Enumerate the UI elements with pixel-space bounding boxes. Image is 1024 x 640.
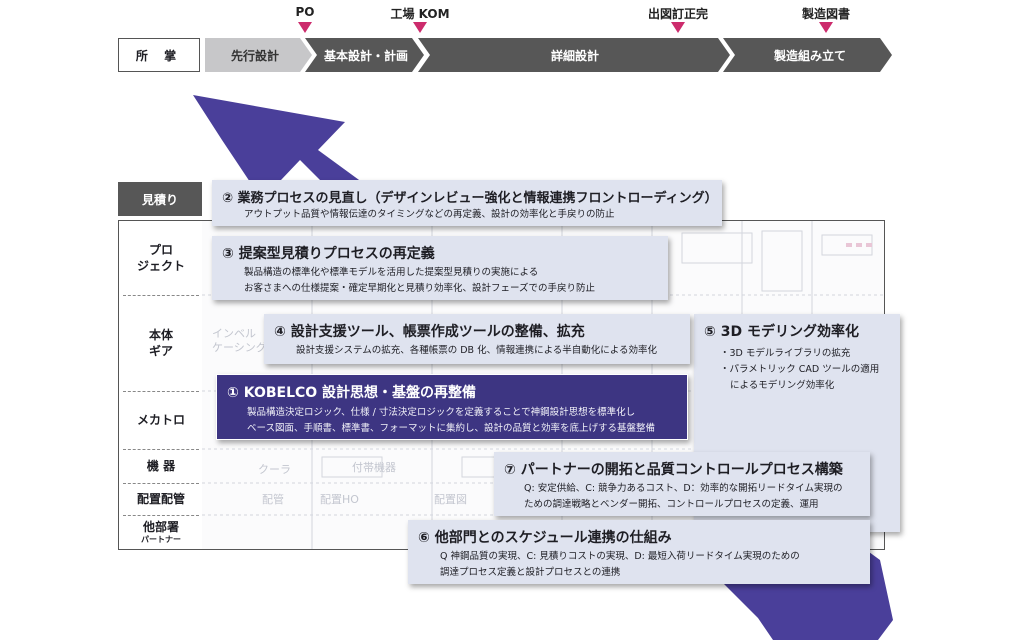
milestone-label: PO xyxy=(295,5,315,19)
initiative-card-4: ④ 設計支援ツール、帳票作成ツールの整備、拡充 設計支援システムの拡充、各種帳票… xyxy=(264,314,690,364)
milestone-marker-icon xyxy=(298,22,312,33)
card-title: ④ 設計支援ツール、帳票作成ツールの整備、拡充 xyxy=(274,324,585,340)
phase-preliminary: 先行設計 xyxy=(230,48,279,63)
milestone-label: 製造図書 xyxy=(801,7,851,21)
phase-manufacturing: 製造組み立て xyxy=(773,48,846,63)
ghost-label: クーラ xyxy=(258,463,291,476)
row-separator xyxy=(123,449,199,450)
card-description: ための調達戦略とベンダー開拓、コントロールプロセスの定義、運用 xyxy=(524,499,819,510)
card-description: 設計支援システムの拡充、各種帳票の DB 化、情報連携による半自動化による効率化 xyxy=(296,345,658,356)
estimate-label: 見積り xyxy=(118,182,202,216)
card-description: 調達プロセス定義と設計プロセスとの連携 xyxy=(440,567,621,578)
card-title: ⑤ 3D モデリング効率化 xyxy=(704,324,859,340)
milestone-marker-icon xyxy=(819,22,833,33)
card-title: ② 業務プロセスの見直し（デザインレビュー強化と情報連携フロントローディング） xyxy=(222,191,718,206)
card-description: によるモデリング効率化 xyxy=(730,380,835,391)
milestone-marker-icon xyxy=(671,22,685,33)
row-separator xyxy=(123,295,199,296)
ghost-label: 配置図 xyxy=(434,493,467,506)
phase-detailed-design: 詳細設計 xyxy=(550,48,599,63)
card-description: お客さまへの仕様提案・確定早期化と見積り効率化、設計フェーズでの手戻り防止 xyxy=(244,283,596,294)
ghost-label: 配置HO xyxy=(320,493,359,506)
milestone-label: 工場 KOM xyxy=(390,7,450,21)
ghost-label: ケーシング xyxy=(212,341,267,354)
card-description: Q 神鋼品質の実現、C: 見積りコストの実現、D: 最短入荷リードタイム実現のた… xyxy=(440,551,800,562)
card-description: Q: 安定供給、C: 競争力あるコスト、D：効率的な開拓リードタイム実現の xyxy=(524,483,843,494)
card-description: 製品構造の標準化や標準モデルを活用した提案型見積りの実施による xyxy=(244,267,539,278)
owner-label: 所 掌 xyxy=(118,38,200,72)
row-header-column: プロ ジェクト 本体 ギア メカトロ 機 器 配置配管 他部署 パートナー xyxy=(118,220,204,550)
card-description: ・パラメトリック CAD ツールの適用 xyxy=(720,364,880,375)
card-description: ベース図面、手順書、標準書、フォーマットに集約し、設計の品質と効率を底上げする基… xyxy=(247,423,656,434)
ghost-label: 付帯機器 xyxy=(352,461,396,474)
row-label-other-dept: 他部署 パートナー xyxy=(141,520,181,544)
row-label-equipment: 機 器 xyxy=(146,459,176,473)
row-label-mechatronics: メカトロ xyxy=(136,413,185,427)
card-title: ③ 提案型見積りプロセスの再定義 xyxy=(222,246,435,262)
phase-arrow-manufacturing xyxy=(723,38,892,72)
phase-arrow-basic xyxy=(305,38,424,72)
initiative-card-1: ① KOBELCO 設計思想・基盤の再整備 製品構造決定ロジック、仕様 / 寸法… xyxy=(216,374,688,440)
milestone-label: 出図訂正完 xyxy=(647,7,709,21)
card-description: アウトプット品質や情報伝達のタイミングなどの再定義、設計の効率化と手戻りの防止 xyxy=(244,209,615,220)
phase-arrows xyxy=(205,38,892,72)
row-label-piping: 配置配管 xyxy=(136,492,185,506)
card-description: ・3D モデルライブラリの拡充 xyxy=(720,348,851,359)
ghost-label: 配管 xyxy=(262,493,284,506)
initiative-card-2: ② 業務プロセスの見直し（デザインレビュー強化と情報連携フロントローディング） … xyxy=(212,180,722,226)
ghost-label: インベル xyxy=(212,327,256,340)
initiative-card-6: ⑥ 他部門とのスケジュール連携の仕組み Q 神鋼品質の実現、C: 見積りコストの… xyxy=(408,520,870,584)
phase-arrow-detailed xyxy=(418,38,730,72)
milestone-marker-icon xyxy=(413,22,427,33)
row-label-project: プロ ジェクト xyxy=(136,243,185,273)
phase-arrow-preliminary xyxy=(205,38,312,72)
phase-basic-design: 基本設計・計画 xyxy=(323,48,408,63)
row-separator xyxy=(123,391,199,392)
row-label-main-gear: 本体 ギア xyxy=(148,328,173,358)
row-separator xyxy=(123,483,199,484)
row-separator xyxy=(123,515,199,516)
initiative-card-3: ③ 提案型見積りプロセスの再定義 製品構造の標準化や標準モデルを活用した提案型見… xyxy=(212,236,668,300)
card-title: ① KOBELCO 設計思想・基盤の再整備 xyxy=(227,385,477,401)
card-description: 製品構造決定ロジック、仕様 / 寸法決定ロジックを定義することで神鋼設計思想を標… xyxy=(247,407,636,418)
initiative-card-7: ⑦ パートナーの開拓と品質コントロールプロセス構築 Q: 安定供給、C: 競争力… xyxy=(494,452,870,516)
card-title: ⑥ 他部門とのスケジュール連携の仕組み xyxy=(418,530,672,546)
card-title: ⑦ パートナーの開拓と品質コントロールプロセス構築 xyxy=(504,462,843,478)
